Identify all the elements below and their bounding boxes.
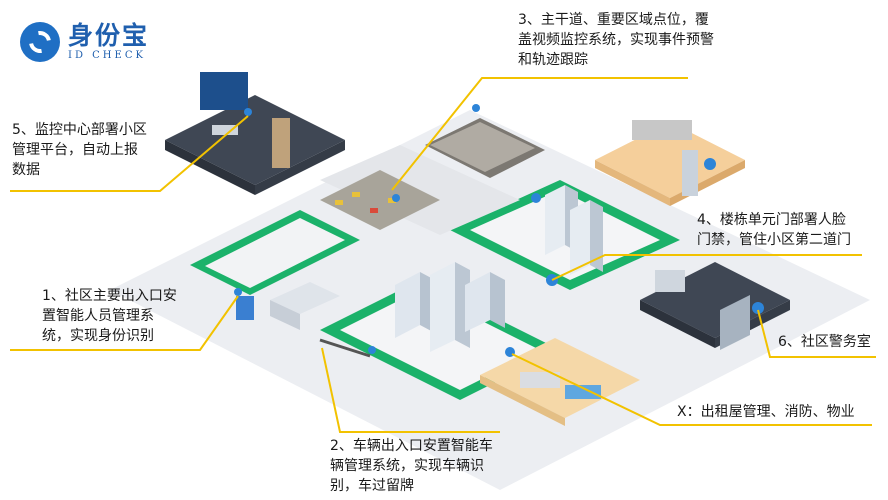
parking-lot bbox=[320, 170, 440, 230]
entrance-gate bbox=[236, 282, 340, 330]
parked-cars bbox=[335, 192, 396, 213]
vehicle-barrier bbox=[319, 338, 371, 358]
callout-line-x bbox=[511, 353, 872, 426]
right-towers bbox=[545, 185, 603, 275]
callout-label-2: 2、车辆出入口安置智能车 辆管理系统，实现车辆识 别，车过留牌 bbox=[330, 438, 493, 494]
lawn-left-inner bbox=[205, 218, 345, 288]
top-building-roof bbox=[430, 122, 535, 172]
callout-label-6: 6、社区警务室 bbox=[778, 334, 871, 350]
callout-line-6 bbox=[757, 309, 876, 358]
callout-label-3: 3、主干道、重要区域点位，覆 盖视频监控系统，实现事件预警 和轨迹跟踪 bbox=[518, 12, 714, 68]
callout-label-x: X：出租屋管理、消防、物业 bbox=[677, 404, 855, 420]
callout-label-5: 5、监控中心部署小区 管理平台，自动上报 数据 bbox=[12, 122, 147, 178]
logo: 身份宝 ID CHECK bbox=[20, 22, 149, 62]
logo-name-en: ID CHECK bbox=[68, 50, 146, 61]
callout-lines bbox=[10, 77, 876, 433]
police-room bbox=[640, 262, 790, 350]
callout-line-1 bbox=[10, 295, 239, 351]
callout-line-3 bbox=[391, 77, 688, 191]
logo-icon bbox=[20, 22, 60, 62]
monitoring-center-room bbox=[165, 72, 345, 195]
callout-line-2 bbox=[321, 347, 500, 433]
callout-label-1: 1、社区主要出入口安 置智能人员管理系 统，实现身份识别 bbox=[42, 288, 177, 344]
callout-label-4: 4、楼栋单元门部署人脸 门禁，管住小区第二道门 bbox=[697, 212, 851, 248]
callout-line-4 bbox=[551, 254, 862, 281]
center-towers bbox=[395, 262, 505, 352]
logo-name-cn: 身份宝 bbox=[68, 21, 150, 50]
callout-line-5 bbox=[10, 115, 249, 192]
building-entrance-room bbox=[595, 120, 745, 206]
